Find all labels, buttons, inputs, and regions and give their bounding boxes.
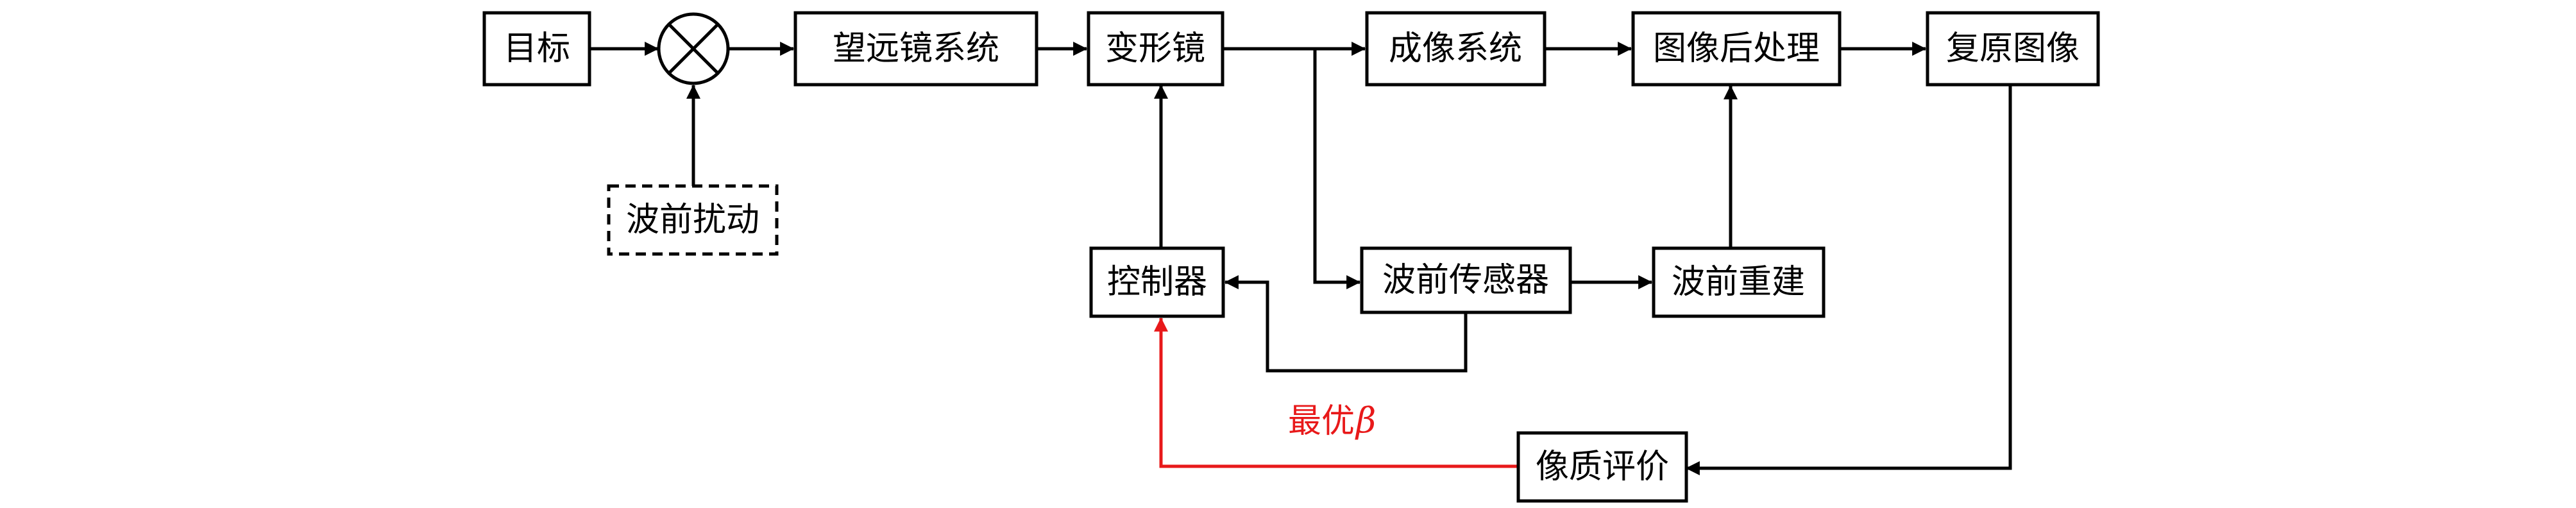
feedback-label-beta: β bbox=[1355, 400, 1376, 441]
block-image-quality-evaluation: 像质评价 bbox=[1516, 431, 1688, 503]
block-target-label: 目标 bbox=[504, 30, 570, 68]
block-imaging-system-label: 成像系统 bbox=[1389, 30, 1522, 68]
feedback-evaluation-to-controller bbox=[1154, 317, 1517, 468]
block-wavefront-sensor: 波前传感器 bbox=[1360, 246, 1572, 314]
arrow-branch-to-sensor bbox=[1313, 49, 1361, 289]
block-image-quality-evaluation-label: 像质评价 bbox=[1536, 448, 1669, 486]
block-image-post-processing: 图像后处理 bbox=[1631, 11, 1842, 87]
block-telescope-system: 望远镜系统 bbox=[793, 11, 1038, 87]
feedback-label-text: 最优 bbox=[1288, 402, 1355, 441]
block-imaging-system: 成像系统 bbox=[1365, 11, 1546, 87]
arrow-sensor-to-controller bbox=[1224, 275, 1468, 373]
connectors bbox=[589, 42, 2012, 475]
block-wavefront-disturbance: 波前扰动 bbox=[607, 184, 779, 256]
block-wavefront-disturbance-label: 波前扰动 bbox=[626, 201, 759, 239]
block-controller-label: 控制器 bbox=[1107, 263, 1207, 301]
block-wavefront-reconstruction-label: 波前重建 bbox=[1672, 263, 1805, 301]
block-controller: 控制器 bbox=[1089, 246, 1225, 318]
block-deformable-mirror-label: 变形镜 bbox=[1105, 30, 1205, 68]
block-restored-image-label: 复原图像 bbox=[1946, 30, 2080, 68]
block-target: 目标 bbox=[482, 11, 591, 87]
block-wavefront-reconstruction: 波前重建 bbox=[1652, 246, 1826, 318]
summing-junction bbox=[657, 12, 730, 85]
feedback-label: 最优 β bbox=[1288, 400, 1376, 441]
block-image-post-processing-label: 图像后处理 bbox=[1653, 30, 1820, 68]
arrow-restored-to-evaluation bbox=[1685, 86, 2012, 475]
block-wavefront-sensor-label: 波前传感器 bbox=[1382, 261, 1549, 300]
block-deformable-mirror: 变形镜 bbox=[1087, 11, 1224, 87]
block-restored-image: 复原图像 bbox=[1926, 11, 2100, 87]
block-telescope-system-label: 望远镜系统 bbox=[833, 30, 999, 68]
